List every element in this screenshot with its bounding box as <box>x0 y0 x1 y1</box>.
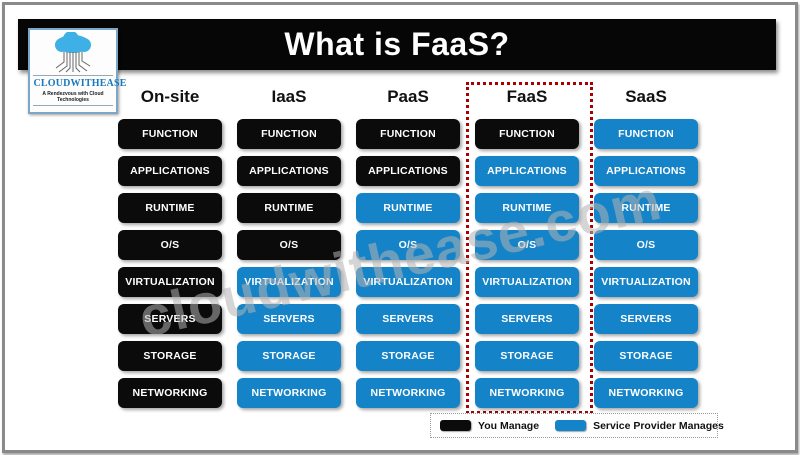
layer-box-applications: APPLICATIONS <box>475 156 579 186</box>
layer-box-applications: APPLICATIONS <box>118 156 222 186</box>
logo-name: CLOUDWITHEASE <box>33 75 126 89</box>
layer-box-function: FUNCTION <box>118 119 222 149</box>
column-saas: SaaS FUNCTION APPLICATIONS RUNTIME O/S VIRTUA… <box>594 84 698 408</box>
layer-box-storage: STORAGE <box>118 341 222 371</box>
layer-box-runtime: RUNTIME <box>356 193 460 223</box>
layer-box-servers: SERVERS <box>594 304 698 334</box>
layer-box-runtime: RUNTIME <box>594 193 698 223</box>
layer-box-virtualization: VIRTUALIZATION <box>237 267 341 297</box>
column-header-on-site: On-site <box>140 87 200 106</box>
logo: CLOUDWITHEASE A Rendezvous with Cloud Te… <box>28 28 126 114</box>
column-header-iaas: IaaS <box>271 87 307 106</box>
layer-box-applications: APPLICATIONS <box>237 156 341 186</box>
faas-highlight-border <box>466 82 593 414</box>
layer-box-networking: NETWORKING <box>118 378 222 408</box>
legend-item-service-provider-manages: Service Provider Manages <box>555 420 724 432</box>
layer-box-o-s: O/S <box>237 230 341 260</box>
logo-tagline: A Rendezvous with Cloud Technologies <box>33 89 113 106</box>
layer-box-runtime: RUNTIME <box>118 193 222 223</box>
column-header-faas: FaaS <box>506 87 548 106</box>
layer-box-virtualization: VIRTUALIZATION <box>594 267 698 297</box>
layer-box-applications: APPLICATIONS <box>594 156 698 186</box>
legend-label: You Manage <box>478 419 540 432</box>
title-bar: What is FaaS? <box>18 19 776 70</box>
layer-box-storage: STORAGE <box>237 341 341 371</box>
layer-box-o-s: O/S <box>118 230 222 260</box>
layer-box-function: FUNCTION <box>594 119 698 149</box>
column-header-saas: SaaS <box>625 87 667 106</box>
layer-box-storage: STORAGE <box>594 341 698 371</box>
layer-box-servers: SERVERS <box>118 304 222 334</box>
layer-box-servers: SERVERS <box>356 304 460 334</box>
layer-box-storage: STORAGE <box>475 341 579 371</box>
layer-box-networking: NETWORKING <box>237 378 341 408</box>
legend-swatch-provider <box>555 420 587 431</box>
layer-box-virtualization: VIRTUALIZATION <box>356 267 460 297</box>
layer-box-networking: NETWORKING <box>475 378 579 408</box>
layer-box-function: FUNCTION <box>475 119 579 149</box>
legend-label: Service Provider Manages <box>593 419 724 432</box>
layer-box-virtualization: VIRTUALIZATION <box>475 267 579 297</box>
layer-box-o-s: O/S <box>475 230 579 260</box>
layer-box-storage: STORAGE <box>356 341 460 371</box>
page-title: What is FaaS? <box>284 26 510 62</box>
layer-box-networking: NETWORKING <box>594 378 698 408</box>
column-header-paas: PaaS <box>387 87 429 106</box>
column-paas: PaaS FUNCTION APPLICATIONS RUNTIME O/S VIRTUA… <box>356 84 460 408</box>
layer-box-applications: APPLICATIONS <box>356 156 460 186</box>
layer-box-servers: SERVERS <box>475 304 579 334</box>
column-iaas: IaaS FUNCTION APPLICATIONS RUNTIME O/S VIRTUA… <box>237 84 341 408</box>
layer-box-servers: SERVERS <box>237 304 341 334</box>
legend: You Manage Service Provider Manages <box>430 413 724 438</box>
layer-box-function: FUNCTION <box>356 119 460 149</box>
cloud-tree-logo-icon <box>55 32 91 73</box>
layer-box-function: FUNCTION <box>237 119 341 149</box>
legend-item-you-manage: You Manage <box>440 420 539 432</box>
layer-box-runtime: RUNTIME <box>475 193 579 223</box>
layer-box-virtualization: VIRTUALIZATION <box>118 267 222 297</box>
layer-box-o-s: O/S <box>594 230 698 260</box>
legend-swatch-you <box>440 420 471 431</box>
column-faas: FaaS FUNCTION APPLICATIONS RUNTIME O/S VIRTUA… <box>475 84 579 408</box>
layer-box-runtime: RUNTIME <box>237 193 341 223</box>
layer-box-o-s: O/S <box>356 230 460 260</box>
layer-box-networking: NETWORKING <box>356 378 460 408</box>
